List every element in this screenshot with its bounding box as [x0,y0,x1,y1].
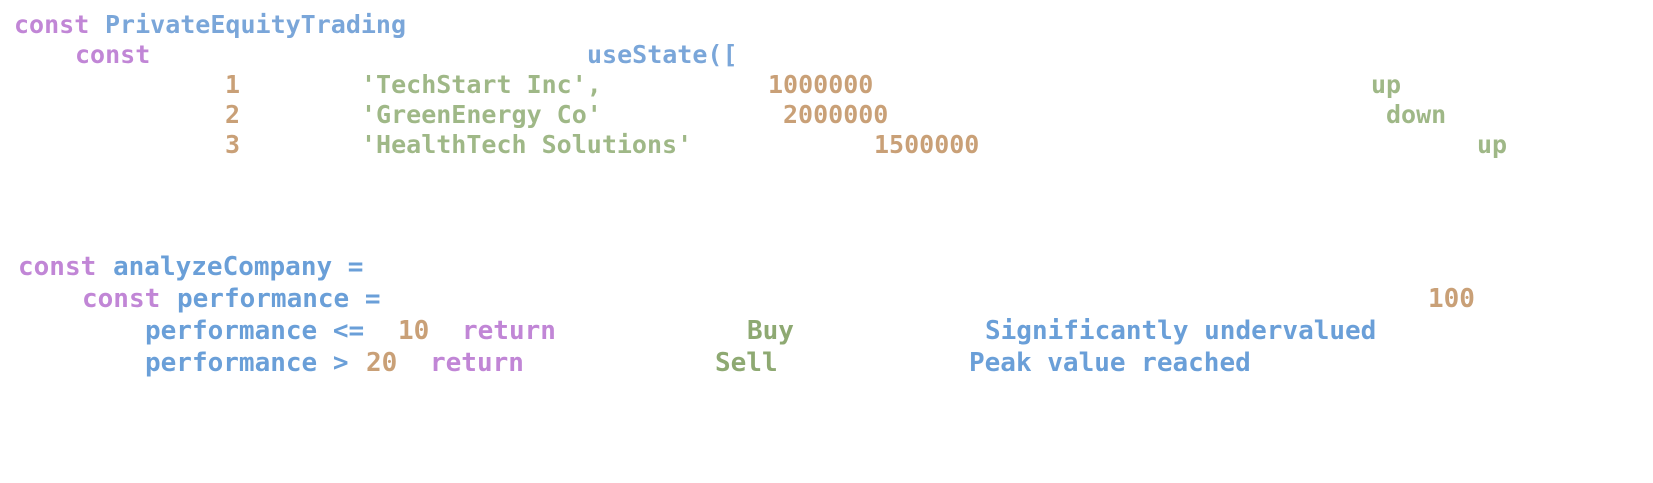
expression-token: performance <= [145,316,365,346]
row-id: 3 [225,130,241,159]
number-token: 20 [366,348,398,378]
reason-token: Peak value reached [969,348,1251,378]
row-name: 'HealthTech Solutions' [361,130,693,159]
row-name: 'TechStart Inc', [361,70,602,99]
row-id: 1 [225,70,241,99]
row-id: 2 [225,100,241,129]
keyword-token: return [430,348,524,378]
row-value: 1500000 [874,130,980,159]
keyword-token: const [82,284,161,314]
number-token: 10 [398,316,430,346]
identifier-token: PrivateEquityTrading [105,10,407,39]
data-row: 2 'GreenEnergy Co' 2000000 down [0,102,1653,134]
action-token: Sell [715,348,778,378]
keyword-token: const [14,10,90,39]
action-token: Buy [747,316,794,346]
keyword-token: const [18,252,97,282]
function-call-token: useState([ [587,40,738,69]
expression-token: performance > [145,348,349,378]
code-line: const PrivateEquityTrading [0,12,1653,44]
row-trend: up [1371,70,1402,99]
row-trend: up [1477,130,1508,159]
code-line: performance > 20 return Sell Peak value … [0,350,1653,382]
keyword-token: const [75,40,151,69]
code-editor: const PrivateEquityTrading const useStat… [0,12,1653,382]
keyword-token: return [462,316,556,346]
code-line: const useState([ [0,42,1653,74]
number-token: 100 [1428,284,1475,314]
reason-token: Significantly undervalued [985,316,1377,346]
code-line: performance <= 10 return Buy Significant… [0,318,1653,350]
code-line: const performance = 100 [0,286,1653,318]
row-value: 1000000 [768,70,874,99]
code-line: const analyzeCompany = [0,254,1653,286]
identifier-token: analyzeCompany = [113,252,364,282]
row-name: 'GreenEnergy Co' [361,100,602,129]
row-trend: down [1386,100,1447,129]
row-value: 2000000 [783,100,889,129]
data-row: 3 'HealthTech Solutions' 1500000 up [0,132,1653,164]
data-row: 1 'TechStart Inc', 1000000 up [0,72,1653,104]
identifier-token: performance = [177,284,381,314]
